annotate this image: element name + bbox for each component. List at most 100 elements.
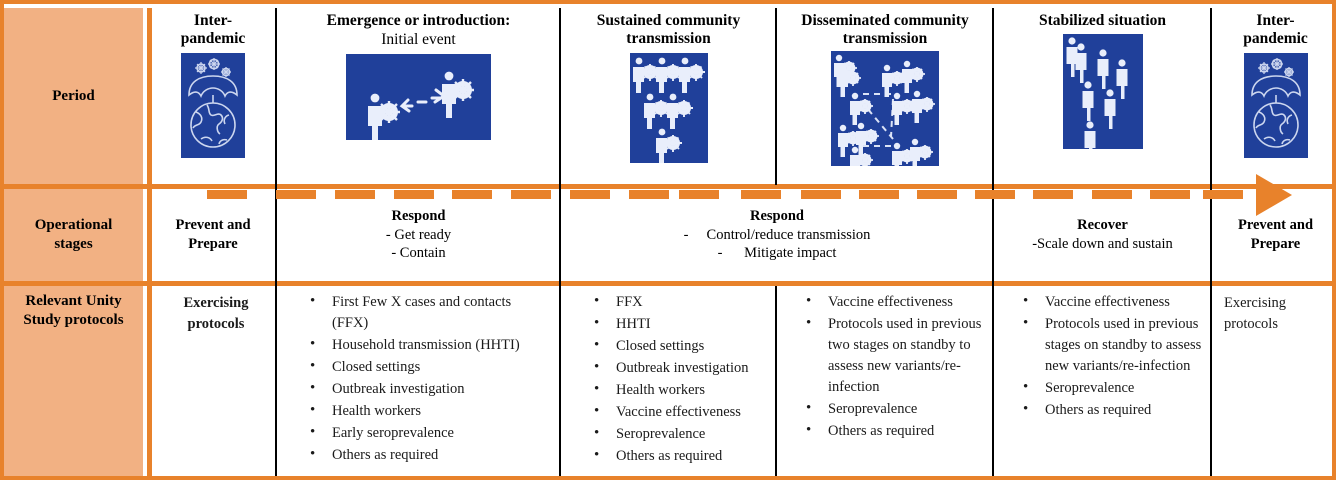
- list-item: Others as required: [806, 420, 984, 442]
- period-cell-sustained: Sustained community transmission: [564, 8, 773, 184]
- timeline-dash: [511, 190, 551, 199]
- list-item: Closed settings: [594, 335, 767, 357]
- row-label-protocols: Relevant Unity Study protocols: [4, 286, 143, 476]
- period-title: Sustained community transmission: [596, 12, 741, 48]
- timeline-dash: [276, 190, 316, 199]
- two-people-transmission-arrow-icon: [346, 53, 491, 140]
- timeline-dash: [1150, 190, 1190, 199]
- list-item-text: Others as required: [616, 448, 723, 465]
- row-separator-2: [4, 281, 1332, 286]
- list-item-text: Health workers: [332, 403, 421, 420]
- timeline-dash: [570, 190, 610, 199]
- list-item: FFX: [594, 291, 767, 313]
- list-item-text: HHTI: [616, 316, 651, 333]
- list-item-text: Vaccine effectiveness: [616, 404, 741, 421]
- list-item-text: Outbreak investigation: [332, 381, 465, 398]
- period-title: Stabilized situation: [1038, 12, 1167, 29]
- list-item: Health workers: [310, 400, 551, 422]
- list-item-text: Others as required: [1045, 402, 1152, 419]
- umbrella-globe-virus-icon: [181, 52, 245, 158]
- timeline-dash: [1033, 190, 1073, 199]
- operational-stage-head: Recover: [1077, 217, 1128, 234]
- timeline-dash: [452, 190, 492, 199]
- list-item-text: Closed settings: [616, 338, 705, 355]
- operational-stage-prevent-prepare-end: Prevent and Prepare: [1215, 189, 1332, 281]
- protocols-plain-text: Exercising protocols: [1224, 295, 1287, 333]
- operational-stage-prevent-prepare-start: Prevent and Prepare: [152, 189, 274, 281]
- operational-stage-line: -Scale down and sustain: [1032, 236, 1173, 252]
- timeline-dash: [741, 190, 781, 199]
- column-separator-5: [1210, 8, 1212, 476]
- protocols-plain-text: Exercising protocols: [183, 295, 249, 333]
- umbrella-globe-virus-icon: [1243, 52, 1308, 158]
- column-separator-3-top: [775, 8, 777, 185]
- timeline-dash: [629, 190, 669, 199]
- operational-stage-line: - Mitigate impact: [717, 245, 837, 262]
- row-label-period: Period: [4, 8, 143, 184]
- timeline-dash: [975, 190, 1015, 199]
- list-item-text: Vaccine effectiveness: [1045, 294, 1170, 310]
- network-infected-people-icon: [831, 50, 939, 166]
- operational-stage-head: Prevent and Prepare: [1237, 217, 1314, 252]
- timeline-dash: [394, 190, 434, 199]
- list-item-text: Early seroprevalence: [332, 425, 454, 442]
- list-item-text: Outbreak investigation: [616, 360, 749, 377]
- timeline-dash: [207, 190, 247, 199]
- column-separator-2: [559, 8, 561, 476]
- list-item: Outbreak investigation: [310, 378, 551, 400]
- period-cell-interpandemic-start: Inter- pandemic: [152, 8, 274, 184]
- list-item-text: Protocols used in previous stages on sta…: [1045, 316, 1202, 375]
- six-infected-people-icon: [629, 52, 708, 163]
- protocols-list: First Few X cases and contacts (FFX) Hou…: [280, 291, 557, 466]
- list-item: Outbreak investigation: [594, 357, 767, 379]
- timeline-dash: [917, 190, 957, 199]
- timeline-dash: [1203, 190, 1243, 199]
- protocols-cell-sustained: FFX HHTI Closed settings Outbreak invest…: [564, 286, 773, 472]
- list-item: Others as required: [1023, 399, 1202, 421]
- period-cell-interpandemic-end: Inter- pandemic: [1215, 8, 1332, 184]
- list-item: Others as required: [310, 444, 551, 466]
- operational-stage-respond-getready: Respond - Get ready - Contain: [280, 189, 557, 281]
- operational-stage-head: Respond: [391, 207, 446, 224]
- period-title: Disseminated community transmission: [801, 12, 969, 48]
- list-item: HHTI: [594, 313, 767, 335]
- list-item: Others as required: [594, 445, 767, 467]
- protocols-cell-interpandemic-end: Exercising protocols: [1215, 286, 1332, 472]
- operational-stage-line: - Control/reduce transmission: [683, 226, 871, 243]
- six-healthy-people-icon: [1062, 34, 1143, 150]
- column-separator-1: [275, 8, 277, 476]
- row-label-operational-stages: Operational stages: [4, 189, 143, 281]
- column-separator-4: [992, 8, 994, 476]
- operational-stage-line: - Get ready: [385, 226, 452, 243]
- period-cell-disseminated: Disseminated community transmission: [780, 8, 990, 184]
- period-subtitle: Initial event: [381, 31, 456, 49]
- list-item-text: Household transmission (HHTI): [332, 337, 520, 354]
- list-item-text: Seroprevalence: [828, 401, 918, 418]
- timeline-arrowhead-icon: [1256, 174, 1292, 216]
- operational-stage-head: Respond: [750, 207, 804, 224]
- list-item: Household transmission (HHTI): [310, 334, 551, 356]
- list-item-text: Seroprevalence: [616, 426, 706, 443]
- row-label-protocols-text: Relevant Unity Study protocols: [23, 293, 124, 328]
- protocols-cell-stabilized: Vaccine effectiveness Protocols used in …: [997, 286, 1208, 472]
- timeline-dash: [335, 190, 375, 199]
- protocols-list: Vaccine effectiveness Protocols used in …: [780, 291, 990, 442]
- list-item-text: Others as required: [828, 423, 935, 440]
- list-item-text: Health workers: [616, 382, 705, 399]
- list-item: Vaccine effectiveness: [806, 291, 984, 313]
- list-item-text: Seroprevalence: [1045, 380, 1135, 397]
- list-item: Protocols used in previous two stages on…: [806, 313, 984, 398]
- operational-stage-line: - Contain: [391, 245, 446, 262]
- protocols-list: Vaccine effectiveness Protocols used in …: [997, 291, 1208, 421]
- timeline-dash: [801, 190, 841, 199]
- list-item: Vaccine effectiveness: [1023, 291, 1202, 313]
- list-item: Seroprevalence: [1023, 377, 1202, 399]
- row-separator-1: [4, 184, 1332, 189]
- list-item-text: Protocols used in previous two stages on…: [828, 316, 982, 396]
- protocols-cell-interpandemic-start: Exercising protocols: [152, 286, 274, 472]
- row-label-operational-stages-text: Operational stages: [34, 217, 113, 252]
- list-item: Early seroprevalence: [310, 422, 551, 444]
- period-title: Inter- pandemic: [180, 12, 246, 48]
- column-separator-label: [147, 8, 152, 476]
